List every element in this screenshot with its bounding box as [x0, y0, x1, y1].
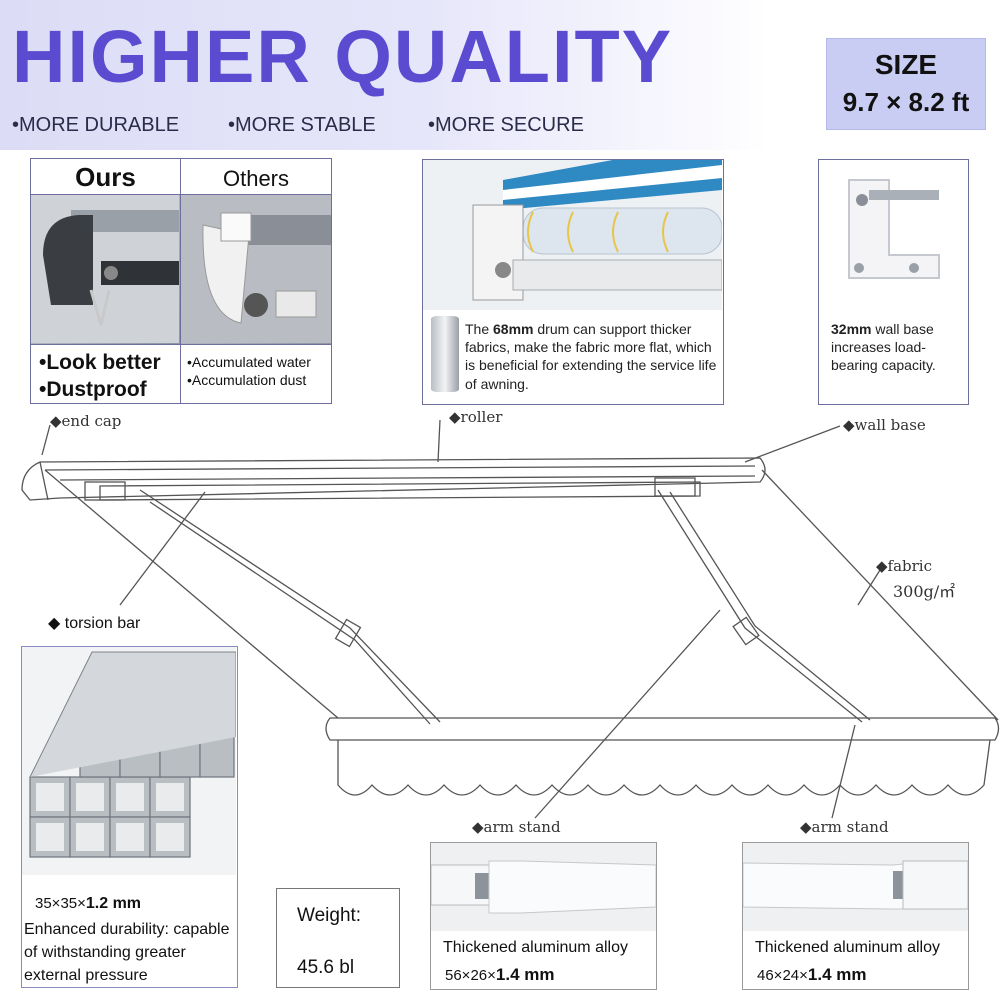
- arm-1-thickness: 1.4 mm: [495, 965, 555, 984]
- arm-stand-card-2: Thickened aluminum alloy 46×24×1.4 mm: [742, 842, 969, 990]
- feature-secure: •MORE SECURE: [428, 114, 584, 136]
- arm-2-thickness: 1.4 mm: [807, 965, 867, 984]
- drum-text: drum can support thicker fabrics, make t…: [465, 321, 717, 392]
- size-badge: SIZE 9.7 × 8.2 ft: [826, 38, 986, 130]
- drum-tube-icon: [431, 316, 459, 392]
- label-wall-base: ◆wall base: [843, 416, 926, 434]
- arm-1-dims-pre: 56×26×: [445, 967, 496, 984]
- drum-text-pre: The: [465, 321, 494, 337]
- ours-end-cap-photo: [31, 195, 181, 345]
- weight-card: Weight: 45.6 bl: [276, 888, 400, 988]
- arm-2-dims: 46×24×1.4 mm: [757, 965, 866, 985]
- arm-2-title: Thickened aluminum alloy: [755, 939, 940, 956]
- label-end-cap: ◆end cap: [50, 412, 122, 430]
- ours-point-look-better: •Look better: [39, 351, 161, 374]
- arm-stand-card-1: Thickened aluminum alloy 56×26×1.4 mm: [430, 842, 657, 990]
- wall-base-photo: [819, 160, 967, 308]
- arm-2-dims-pre: 46×24×: [757, 967, 808, 984]
- square-tubes-photo: [22, 647, 236, 875]
- label-roller: ◆roller: [449, 408, 503, 426]
- drum-size: 68mm: [493, 321, 534, 337]
- others-point-water: •Accumulated water: [187, 354, 311, 370]
- size-label: SIZE: [874, 49, 938, 80]
- drum-description: The 68mm drum can support thicker fabric…: [465, 320, 721, 393]
- wall-base-size: 32mm: [831, 321, 872, 337]
- torsion-dims-pre: 35×35×: [35, 895, 86, 912]
- weight-label: Weight:: [297, 905, 362, 926]
- header-banner: [0, 0, 770, 150]
- ours-point-dustproof: •Dustproof: [39, 378, 147, 401]
- ours-end-cap-illustration: [31, 195, 179, 343]
- weight-value: 45.6 bl: [297, 957, 355, 978]
- label-torsion-bar: ◆ torsion bar: [48, 615, 141, 632]
- size-value: 9.7 × 8.2 ft: [842, 87, 970, 117]
- others-title: Others: [181, 159, 331, 195]
- label-fabric: ◆fabric: [876, 557, 933, 575]
- torsion-thickness: 1.2 mm: [85, 895, 142, 912]
- feature-stable: •MORE STABLE: [228, 114, 376, 136]
- page-title: HIGHER QUALITY: [12, 15, 674, 98]
- label-fabric-weight: 300g/㎡: [893, 582, 956, 601]
- wall-base-text: wall base increases load-bearing capacit…: [831, 321, 936, 374]
- ours-title: Ours: [31, 159, 181, 195]
- wall-base-card: 32mm wall base increases load-bearing ca…: [818, 159, 969, 405]
- drum-photo: [423, 160, 722, 310]
- wall-base-description: 32mm wall base increases load-bearing ca…: [831, 320, 961, 375]
- torsion-description: Enhanced durability: capable of withstan…: [24, 921, 230, 984]
- label-arm-stand-1: ◆arm stand: [472, 818, 561, 836]
- comparison-card: Ours Others •Look better •Dustproof •Acc…: [30, 158, 332, 404]
- arm-1-dims: 56×26×1.4 mm: [445, 965, 554, 985]
- torsion-dims: 35×35×1.2 mm: [35, 895, 141, 913]
- drum-card: The 68mm drum can support thicker fabric…: [422, 159, 724, 405]
- label-arm-stand-2: ◆arm stand: [800, 818, 889, 836]
- arm-stand-photo-2: [743, 843, 968, 931]
- arm-1-title: Thickened aluminum alloy: [443, 939, 628, 956]
- torsion-bar-card: 35×35×1.2 mm Enhanced durability: capabl…: [21, 646, 238, 988]
- others-end-cap-photo: [181, 195, 331, 345]
- others-end-cap-illustration: [181, 195, 331, 343]
- ours-points: •Look better •Dustproof: [31, 345, 181, 403]
- feature-durable: •MORE DURABLE: [12, 114, 180, 136]
- others-point-dust: •Accumulation dust: [187, 372, 307, 388]
- others-points: •Accumulated water •Accumulation dust: [181, 345, 331, 403]
- arm-stand-photo-1: [431, 843, 656, 931]
